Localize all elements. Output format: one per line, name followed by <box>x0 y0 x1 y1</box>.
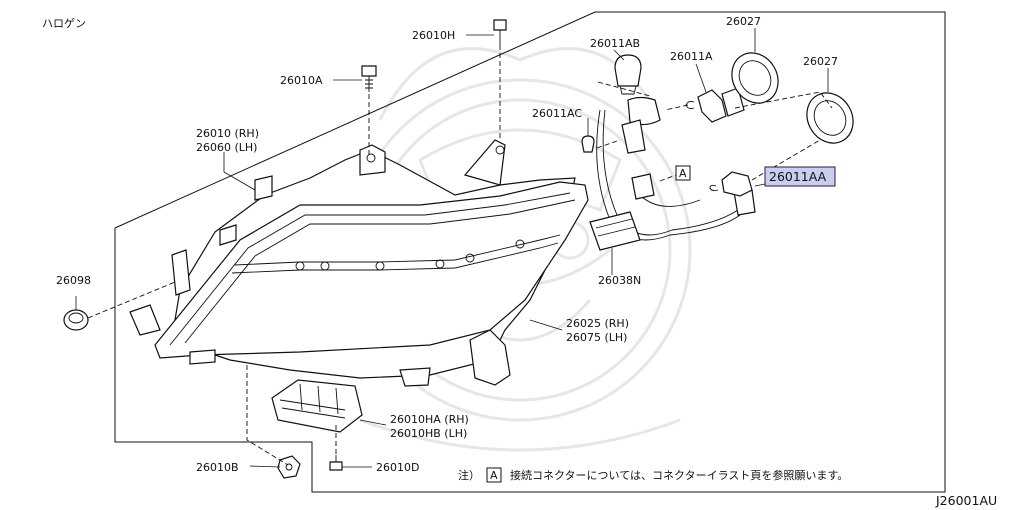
footnote: 注） A 接続コネクターについては、コネクターイラスト頁を参照願います。 <box>458 467 848 483</box>
callout-26011AB: 26011AB <box>590 37 640 50</box>
bulb-26011A <box>685 87 745 123</box>
callout-26010-rh: 26010 (RH) <box>196 127 259 140</box>
callout-26027-b: 26027 <box>803 55 838 68</box>
leader-lines <box>75 28 829 468</box>
callout-26010H: 26010H <box>412 29 455 42</box>
alignment-lines <box>87 45 833 466</box>
footnote-prefix: 注） <box>458 468 480 482</box>
callout-26025-rh: 26025 (RH) <box>566 317 629 330</box>
callout-26011AA: 26011AA <box>769 169 827 184</box>
callout-26038N: 26038N <box>598 274 641 287</box>
callout-26010HB-lh: 26010HB (LH) <box>390 427 467 440</box>
callout-26011A: 26011A <box>670 50 713 63</box>
screw-26010D <box>329 455 343 471</box>
callout-26060-lh: 26060 (LH) <box>196 141 257 154</box>
callout-26010A: 26010A <box>280 74 323 87</box>
connector-ref-a: A <box>675 165 691 181</box>
callout-26098: 26098 <box>56 274 91 287</box>
highlight-26011AA <box>764 166 836 187</box>
grommet-26098 <box>63 309 89 331</box>
footnote-ref-box <box>486 467 502 483</box>
bracket-26010HA <box>271 379 363 433</box>
assembly-frame <box>114 11 946 493</box>
headlamp-housing <box>129 139 589 387</box>
callout-26010B: 26010B <box>196 461 239 474</box>
callout-26010D: 26010D <box>376 461 419 474</box>
nut-26010B <box>277 455 301 479</box>
bulb-26011AC <box>581 135 595 153</box>
wiring-harness <box>589 96 756 251</box>
seal-ring-26027-b <box>806 92 854 144</box>
connector-ref-a-label: A <box>679 167 687 180</box>
callout-26011AC: 26011AC <box>532 107 582 120</box>
screw-26010A <box>361 65 377 92</box>
drawing-number: J26001AU <box>935 493 997 508</box>
screw-26010H <box>493 19 507 45</box>
callout-26075-lh: 26075 (LH) <box>566 331 627 344</box>
seal-ring-26027-a <box>731 52 779 104</box>
callout-26010HA-rh: 26010HA (RH) <box>390 413 469 426</box>
corner-label: ハロゲン <box>42 17 86 30</box>
footnote-ref-label: A <box>490 469 498 482</box>
callout-26027-a: 26027 <box>726 15 761 28</box>
footnote-text: 接続コネクターについては、コネクターイラスト頁を参照願います。 <box>510 468 848 482</box>
bulb-26011AB <box>614 54 642 95</box>
callout-labels: 26010H 26010A 26010 (RH) 26060 (LH) 2609… <box>56 15 838 474</box>
bulb-26011AA <box>709 171 753 197</box>
